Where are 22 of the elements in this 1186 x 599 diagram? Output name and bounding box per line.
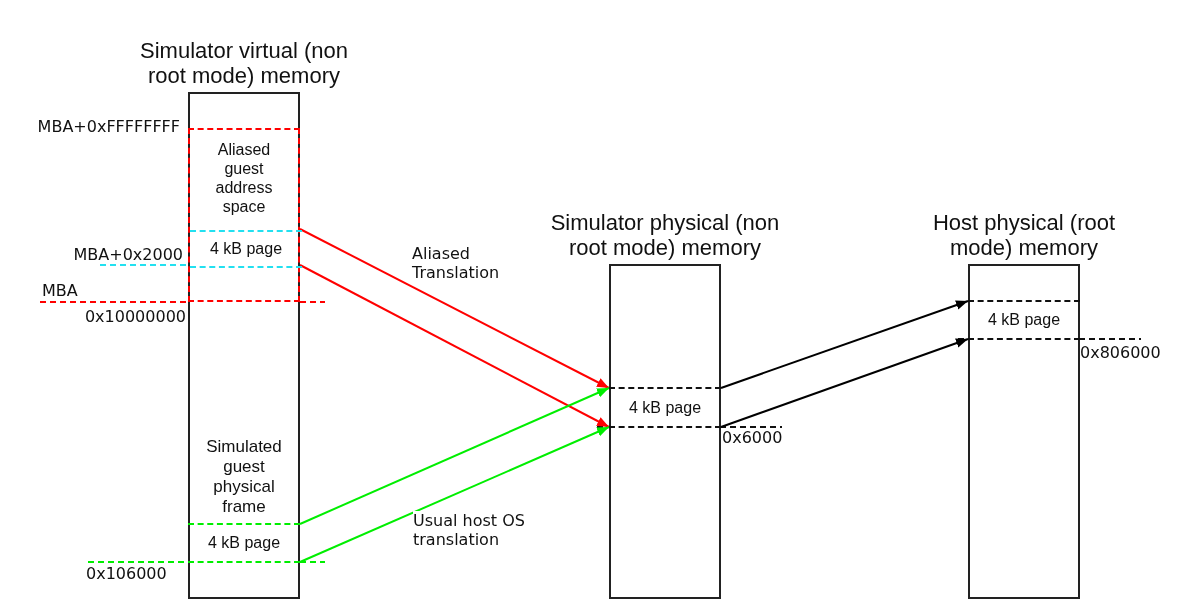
column-title: Simulator physical (non root mode) memory [549,210,781,260]
address-label: 0x806000 [1080,343,1161,362]
page-label: 4 kB page [628,398,702,417]
region-label: Aliased guest address space [214,140,274,216]
page-label: 4 kB page [207,534,281,552]
arrow [299,387,610,525]
arrow [299,264,610,428]
arrow [299,228,610,389]
arrow [299,426,610,563]
address-label: 0x106000 [86,564,167,583]
address-label: MBA+0x2000 [73,245,183,264]
column-title: Simulator virtual (non root mode) memory [139,38,349,88]
page-label: 4 kB page [987,311,1061,329]
column-title: Host physical (root mode) memory [931,210,1117,260]
arrow [720,338,969,428]
address-label: MBA+0xFFFFFFFF [37,117,180,136]
address-label: MBA [42,281,78,300]
page-label: 4 kB page [209,240,283,258]
address-label: 0x10000000 [84,307,186,326]
address-label: Simulated guest physical frame [205,437,283,517]
address-label: 0x6000 [722,428,783,447]
arrow [720,300,969,389]
